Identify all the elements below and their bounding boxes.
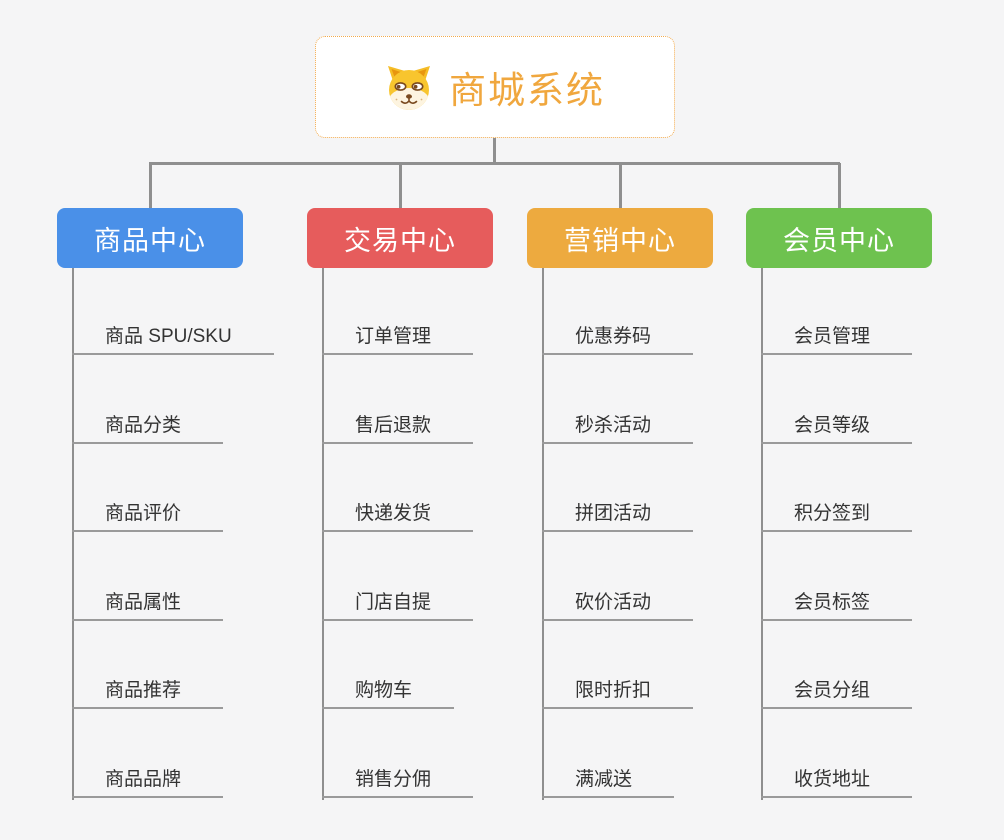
leaf-node[interactable]: 商品评价 (72, 498, 224, 532)
branch-trunk-line (761, 268, 763, 800)
branch-connector-line (399, 163, 402, 209)
leaf-node[interactable]: 销售分佣 (322, 764, 474, 798)
leaf-node[interactable]: 订单管理 (322, 321, 474, 355)
branch-connector-line (619, 163, 622, 209)
leaf-node[interactable]: 优惠券码 (542, 321, 694, 355)
branch-label: 营销中心 (564, 225, 676, 256)
root-title: 商城系统 (449, 70, 605, 111)
branch-label: 商品中心 (94, 225, 206, 256)
leaf-node[interactable]: 限时折扣 (542, 675, 694, 709)
branch-label: 会员中心 (783, 225, 895, 256)
branch-trunk-line (542, 268, 544, 800)
leaf-node[interactable]: 售后退款 (322, 410, 474, 444)
leaf-node[interactable]: 快递发货 (322, 498, 474, 532)
leaf-node[interactable]: 会员等级 (761, 410, 913, 444)
branch-bus-line (149, 162, 840, 165)
branch-trunk-line (322, 268, 324, 800)
branch-connector-line (838, 163, 841, 209)
leaf-node[interactable]: 满减送 (542, 764, 675, 798)
leaf-node[interactable]: 门店自提 (322, 587, 474, 621)
leaf-node[interactable]: 秒杀活动 (542, 410, 694, 444)
branch-connector-line (149, 163, 152, 209)
branch-node-4[interactable]: 会员中心 (746, 208, 932, 268)
root-connector-line (493, 137, 496, 163)
leaf-node[interactable]: 砍价活动 (542, 587, 694, 621)
branch-label: 交易中心 (344, 225, 456, 256)
root-node[interactable]: 商城系统 (315, 36, 675, 138)
leaf-node[interactable]: 拼团活动 (542, 498, 694, 532)
leaf-node[interactable]: 商品属性 (72, 587, 224, 621)
leaf-node[interactable]: 商品推荐 (72, 675, 224, 709)
leaf-node[interactable]: 商品品牌 (72, 764, 224, 798)
leaf-node[interactable]: 会员分组 (761, 675, 913, 709)
branch-trunk-line (72, 268, 74, 800)
branch-node-3[interactable]: 营销中心 (527, 208, 713, 268)
leaf-node[interactable]: 积分签到 (761, 498, 913, 532)
leaf-node[interactable]: 购物车 (322, 675, 455, 709)
branch-node-2[interactable]: 交易中心 (307, 208, 493, 268)
leaf-node[interactable]: 商品 SPU/SKU (72, 321, 274, 355)
branch-node-1[interactable]: 商品中心 (57, 208, 243, 268)
leaf-node[interactable]: 商品分类 (72, 410, 224, 444)
dog-face-icon (385, 63, 433, 111)
leaf-node[interactable]: 会员标签 (761, 587, 913, 621)
leaf-node[interactable]: 收货地址 (761, 764, 913, 798)
leaf-node[interactable]: 会员管理 (761, 321, 913, 355)
